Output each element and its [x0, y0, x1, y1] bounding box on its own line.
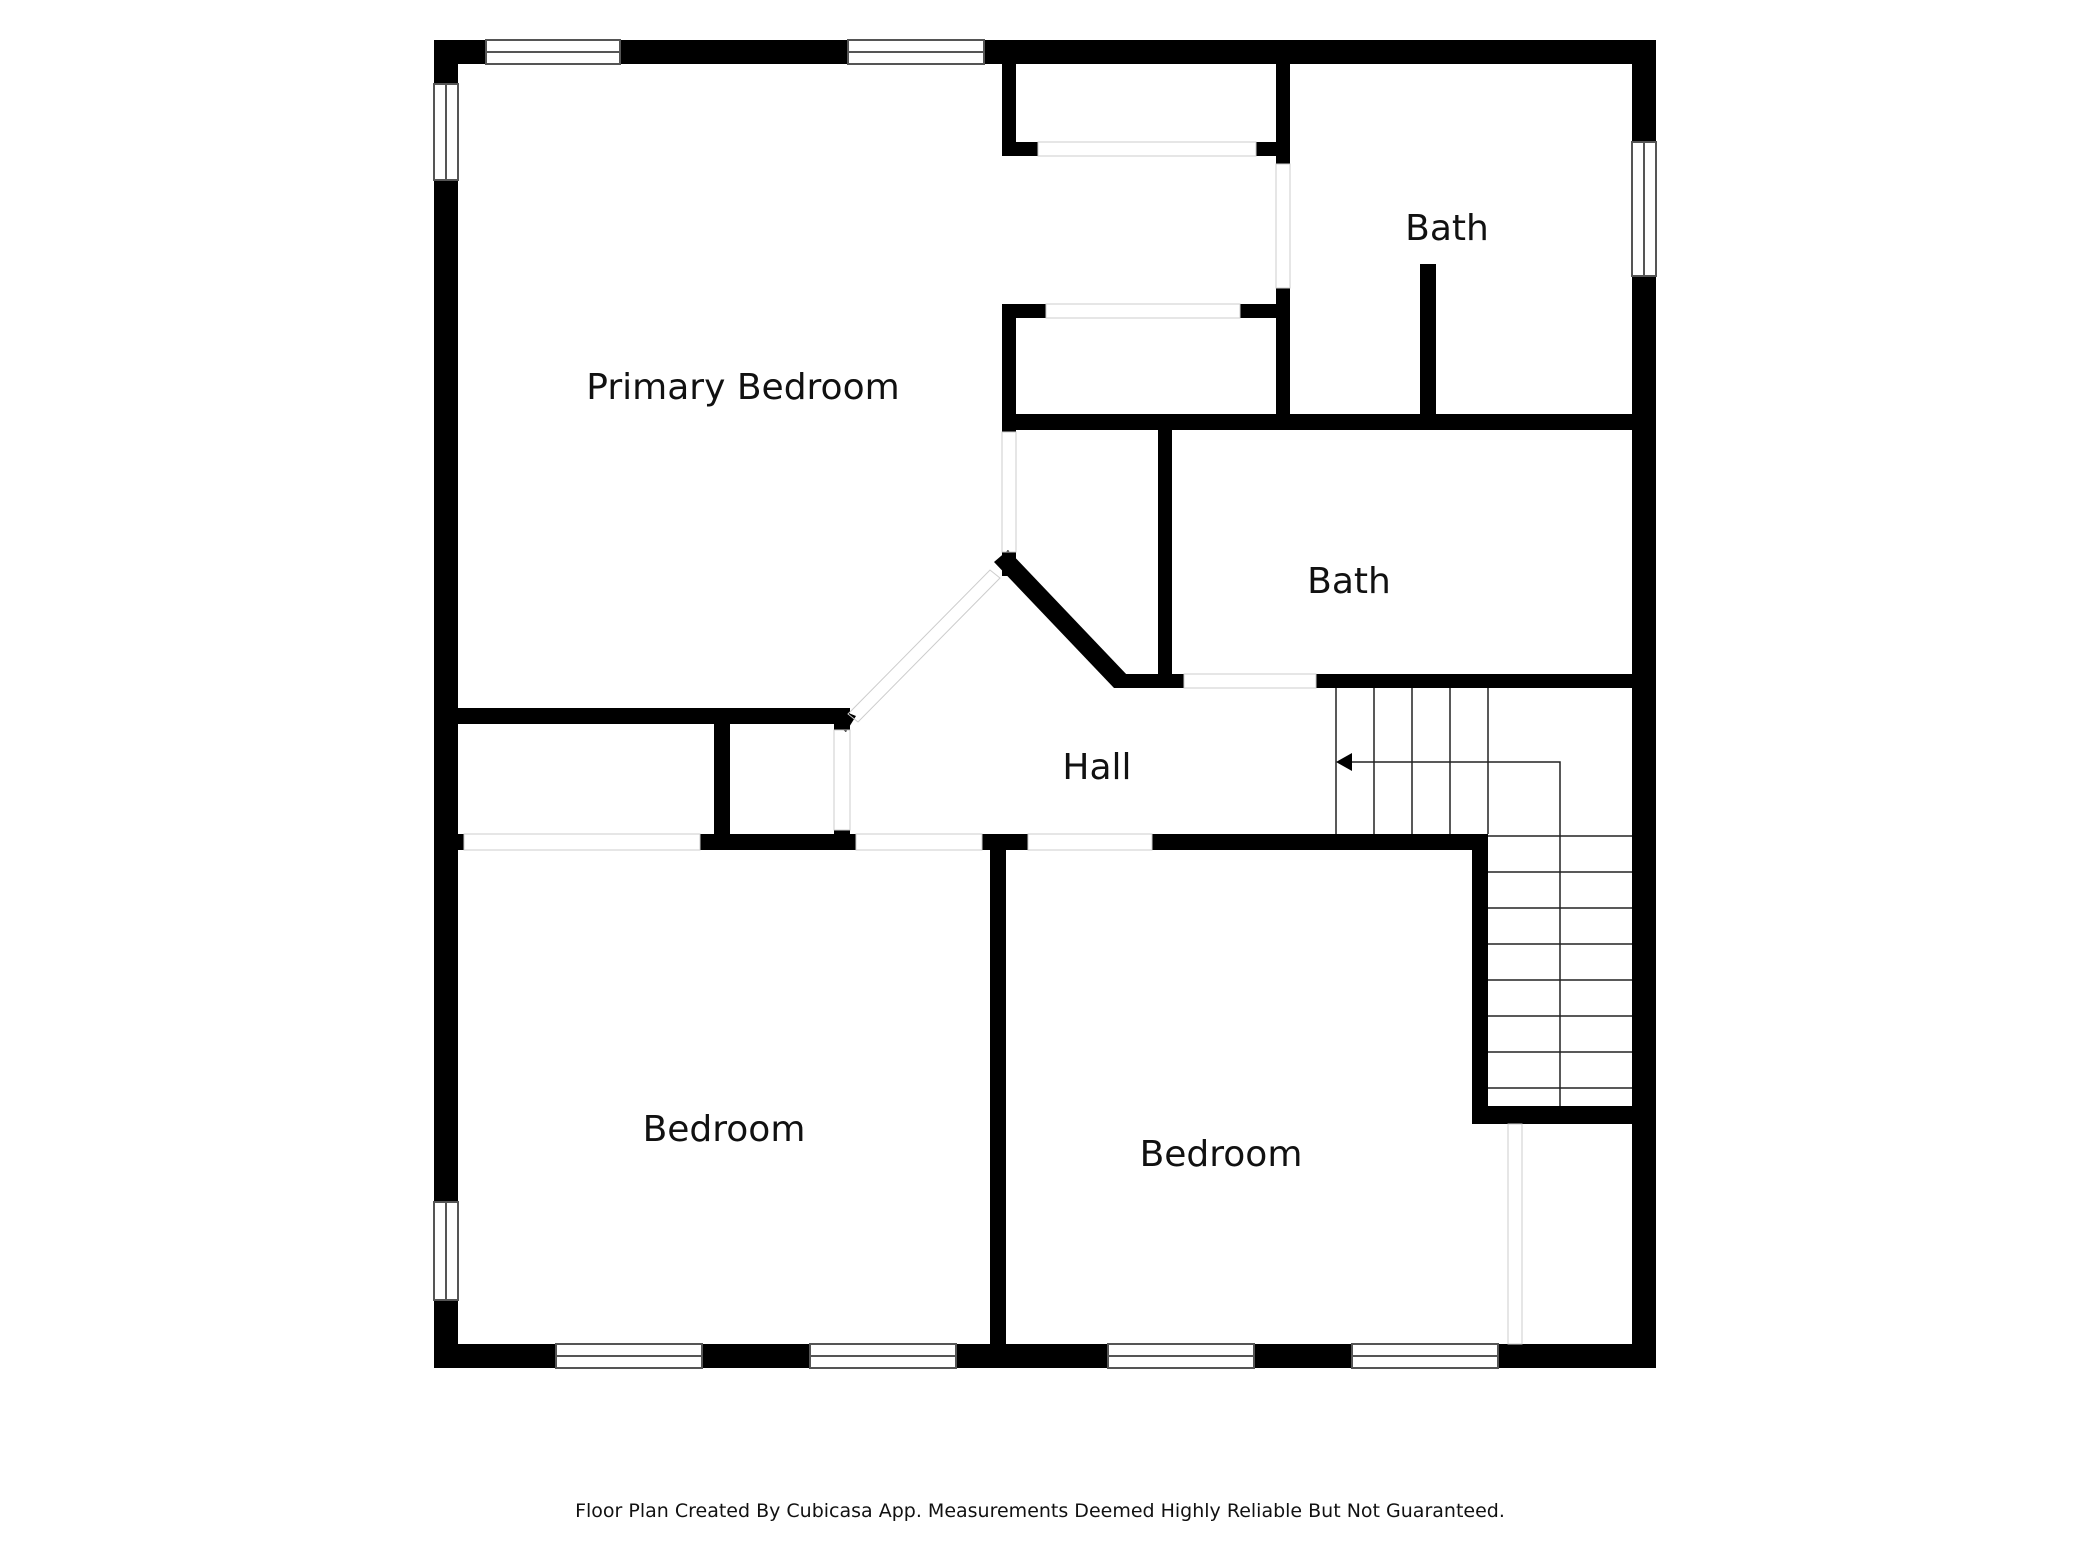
door-gap-bedroom-left: [855, 833, 983, 851]
window-top-1: [485, 39, 621, 65]
stair-enclosure-bottom: [1472, 1106, 1642, 1124]
window-left-lower: [433, 1201, 459, 1301]
stair-enclosure-left: [1472, 834, 1488, 1124]
closet-wall-vertical-upper: [1002, 56, 1016, 156]
door-gap-hall-closet: [1001, 431, 1017, 553]
hall-bottom-wall-left-stub: [456, 834, 464, 850]
door-gap-hall-diagonal: [847, 569, 1001, 723]
primary-bedroom-bottom-wall: [456, 708, 850, 724]
hall-bottom-wall-a: [700, 834, 856, 850]
window-top-2: [847, 39, 985, 65]
hall-bottom-wall-c: [1152, 834, 1486, 850]
door-gap-bedroom-right-closet: [1507, 1123, 1523, 1345]
middle-bath-bottom-right: [1316, 674, 1642, 688]
window-right-bath: [1631, 141, 1657, 277]
door-gap-linen: [833, 729, 851, 831]
bath-partition: [1420, 264, 1436, 428]
label-bedroom-left: Bedroom: [643, 1109, 806, 1150]
label-bedroom-right: Bedroom: [1140, 1134, 1303, 1175]
door-gap-middle-bath: [1183, 673, 1317, 689]
closet-right-wall: [1158, 426, 1172, 688]
middle-bath-bottom-left: [1114, 674, 1184, 688]
stairs: [1335, 688, 1632, 1106]
window-bottom-1: [555, 1343, 703, 1369]
bedroom-divider-wall: [990, 844, 1006, 1348]
closet-wall-vertical-lower: [1002, 304, 1016, 432]
label-hall: Hall: [1062, 747, 1131, 788]
footer-disclaimer: Floor Plan Created By Cubicasa App. Meas…: [575, 1500, 1505, 1522]
door-gap-closet-lower: [1045, 303, 1241, 319]
linen-closet-divider: [714, 712, 730, 844]
windows: [433, 39, 1657, 1369]
hall-left-closet-stub: [834, 716, 850, 730]
window-bottom-3: [1107, 1343, 1255, 1369]
door-gap-bedroom-right: [1027, 833, 1153, 851]
room-labels: Primary Bedroom Bath Bath Hall Bedroom B…: [586, 208, 1489, 1175]
closet-wall-lower-right-stub: [1240, 304, 1290, 318]
window-bottom-4: [1351, 1343, 1499, 1369]
exterior-wall-top: [434, 40, 1656, 64]
window-bottom-2: [809, 1343, 957, 1369]
exterior-wall-left: [434, 40, 458, 1368]
door-gap-bedroom-left-closet: [463, 833, 701, 851]
bath-left-wall-lower: [1276, 288, 1290, 428]
label-bath-upper: Bath: [1405, 208, 1489, 249]
door-gap-closet-upper: [1037, 141, 1257, 157]
stair-arrow-icon: [1336, 753, 1352, 771]
bath-left-wall-upper: [1276, 56, 1290, 164]
stair-direction-line: [1350, 761, 1561, 1106]
window-left-upper: [433, 83, 459, 181]
closet-wall-upper-left-stub: [1002, 142, 1038, 156]
door-openings: [463, 141, 1523, 1345]
label-primary-bedroom: Primary Bedroom: [586, 367, 899, 408]
hall-diagonal-wall: [994, 550, 1128, 688]
bath-bottom-wall: [1002, 414, 1644, 430]
label-bath-middle: Bath: [1307, 561, 1391, 602]
door-gap-bath-entry: [1275, 163, 1291, 289]
